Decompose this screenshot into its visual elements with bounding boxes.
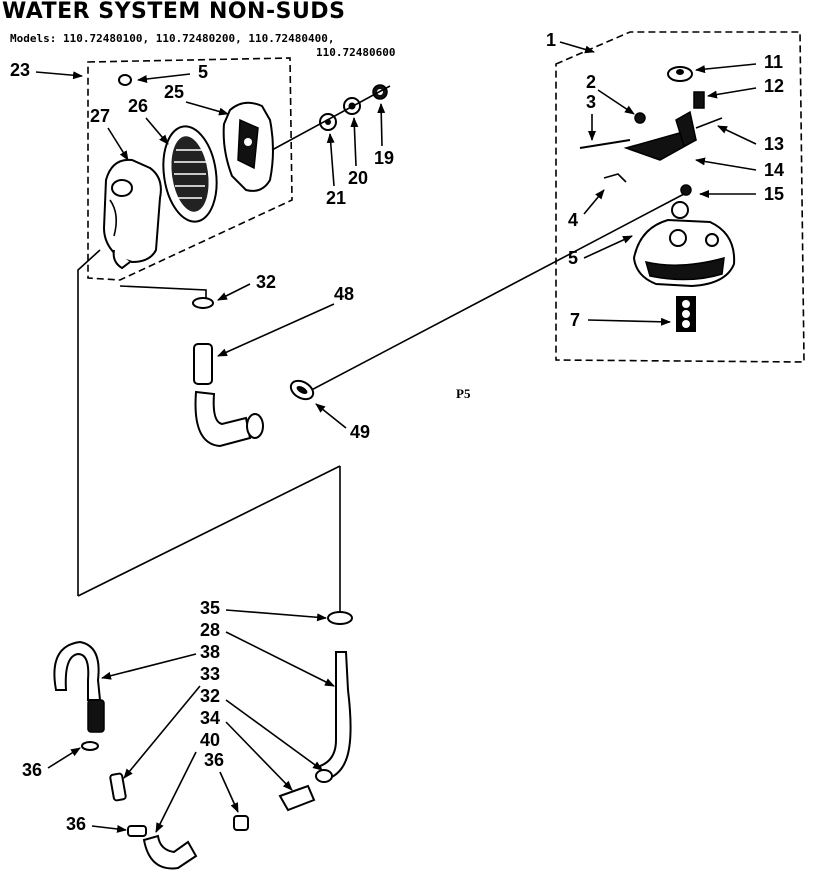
callout-48: 48 (334, 284, 354, 304)
leader-left-vertical (77, 249, 101, 596)
callout-25: 25 (164, 82, 184, 102)
diagram-title: WATER SYSTEM NON-SUDS (2, 0, 345, 24)
leader-housing-to-32 (119, 285, 207, 300)
callout-4: 4 (568, 210, 578, 230)
spring-part (693, 91, 705, 109)
filter-housing (102, 158, 162, 270)
leader-left-diagonal (77, 465, 341, 597)
pump-body (632, 184, 736, 288)
filter-cover (222, 101, 274, 192)
pump-assembly-group (555, 31, 805, 363)
callout-1: 1 (546, 30, 556, 50)
callout-33: 33 (200, 664, 220, 684)
callout-49: 49 (350, 422, 370, 442)
callout-12: 12 (764, 76, 784, 96)
callout-40: 40 (200, 730, 220, 750)
filter-assembly-group (87, 57, 391, 281)
callout-38: 38 (200, 642, 220, 662)
callout-13: 13 (764, 134, 784, 154)
models-line-1: Models: 110.72480100, 110.72480200, 110.… (10, 32, 335, 45)
callout-36-middle: 36 (204, 750, 224, 770)
callout-32-upper: 32 (256, 272, 276, 292)
callout-23: 23 (10, 60, 30, 80)
pump-group-outline (555, 31, 805, 363)
callout-35: 35 (200, 598, 220, 618)
callout-3: 3 (586, 92, 596, 112)
models-line-2: 110.72480600 (316, 46, 395, 59)
callout-26: 26 (128, 96, 148, 116)
callout-labels: 23 5 27 26 25 21 20 19 1 11 12 13 14 15 … (10, 30, 784, 834)
callout-34: 34 (200, 708, 220, 728)
filter-group-outline (87, 57, 293, 281)
callout-32-lower: 32 (200, 686, 220, 706)
pump-lever-assembly (579, 110, 723, 183)
callout-28: 28 (200, 620, 220, 640)
callout-7: 7 (570, 310, 580, 330)
callout-14: 14 (764, 160, 784, 180)
callout-21: 21 (326, 188, 346, 208)
callout-2: 2 (586, 72, 596, 92)
lower-hose-assembly (53, 611, 353, 870)
pump-seal-stack (676, 296, 696, 332)
callout-11: 11 (764, 52, 783, 72)
callout-5-pump: 5 (568, 248, 578, 268)
clamp-49 (289, 379, 315, 401)
callout-27: 27 (90, 106, 110, 126)
callout-36-left-lower: 36 (66, 814, 86, 834)
hose-elbow-48 (192, 297, 264, 448)
pump-part-11 (667, 66, 693, 82)
callout-20: 20 (348, 168, 368, 188)
callout-15: 15 (764, 184, 784, 204)
page-reference: P5 (456, 386, 471, 401)
filter-screen (162, 125, 218, 223)
leader-49-to-pump (299, 193, 685, 397)
callout-36-left-upper: 36 (22, 760, 42, 780)
callout-5-top: 5 (198, 62, 208, 82)
callout-19: 19 (374, 148, 394, 168)
clip-part (118, 74, 132, 86)
